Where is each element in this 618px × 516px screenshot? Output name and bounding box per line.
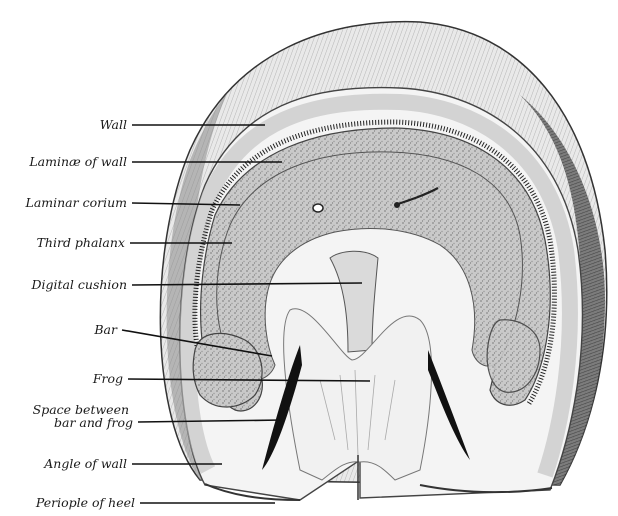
label-frog: Frog [92,371,123,386]
phalanx-foramen [313,204,323,212]
figure-labels: Wall Laminæ of wall Laminar corium Third… [25,117,135,510]
label-digital-cushion: Digital cushion [30,277,127,292]
phalanx-vessel-dot [394,202,400,208]
label-bar: Bar [93,322,118,337]
label-periople-of-heel: Periople of heel [35,495,135,510]
label-laminar-corium: Laminar corium [25,195,127,210]
label-laminae-of-wall: Laminæ of wall [28,154,127,169]
label-third-phalanx: Third phalanx [37,235,125,250]
label-wall: Wall [100,117,127,132]
label-space-between-bar-and-frog: Space between bar and frog [33,402,133,430]
label-angle-of-wall: Angle of wall [43,456,127,471]
